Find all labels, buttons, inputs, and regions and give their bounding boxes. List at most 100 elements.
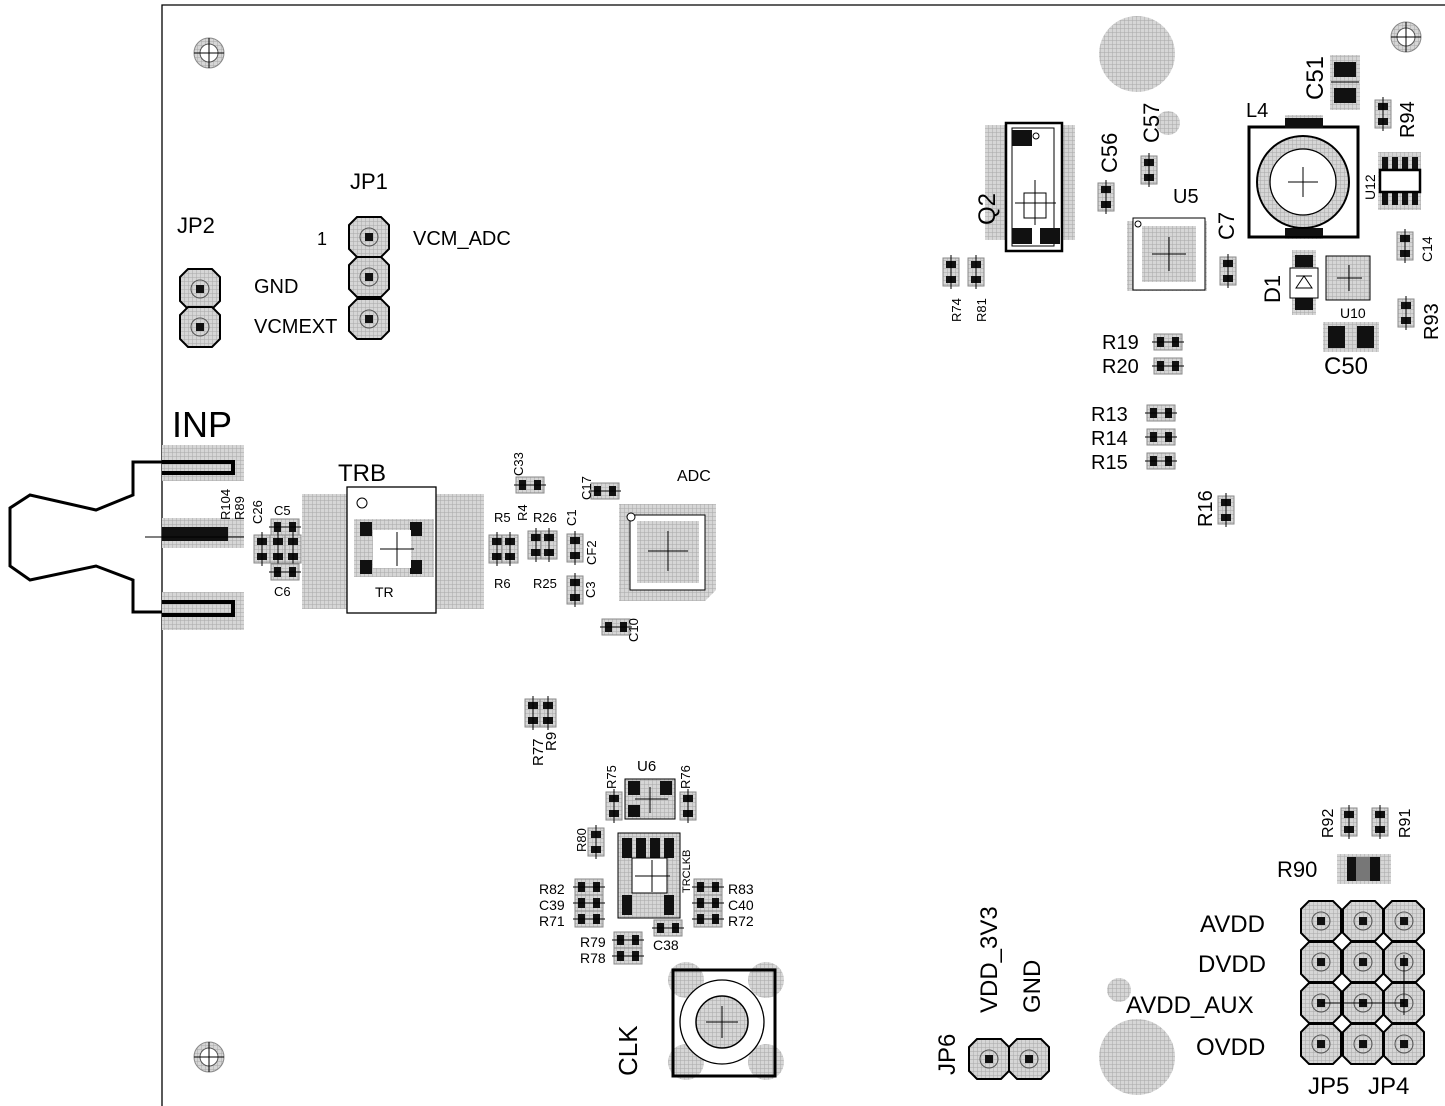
r76-footprint — [679, 788, 697, 824]
jp1-pin1-marker: 1 — [317, 229, 327, 249]
r20-footprint — [1151, 357, 1185, 375]
r20-label: R20 — [1102, 356, 1139, 378]
vdd-3v3-label: VDD_3V3 — [976, 906, 1003, 1013]
u10-label: U10 — [1340, 305, 1366, 321]
adc-label: ADC — [677, 468, 711, 485]
c40-footprint — [691, 894, 725, 912]
r19-label: R19 — [1102, 332, 1139, 354]
r83-label: R83 — [728, 881, 754, 897]
r79-footprint — [611, 931, 645, 949]
c14-label: C14 — [1419, 236, 1435, 262]
inp-label: INP — [172, 404, 232, 445]
r75-footprint — [605, 788, 623, 824]
r6-label: R6 — [494, 576, 511, 591]
r93-label: R93 — [1421, 303, 1443, 340]
r25-label: R25 — [533, 576, 557, 591]
c3-footprint — [566, 572, 584, 608]
c33-footprint — [513, 476, 547, 494]
jp6-pin-1 — [968, 1038, 1010, 1080]
ovdd-label: OVDD — [1196, 1034, 1265, 1061]
c5-label: C5 — [274, 503, 291, 518]
r91-footprint — [1371, 804, 1389, 840]
r15-footprint — [1144, 452, 1178, 470]
r104-label: R104 — [218, 489, 233, 520]
r104-footprint — [284, 531, 302, 567]
l4-label: L4 — [1246, 100, 1268, 122]
r4-label: R4 — [515, 504, 530, 521]
jp2-pin-1 — [179, 268, 221, 310]
r71-label: R71 — [539, 913, 565, 929]
r14-label: R14 — [1091, 428, 1128, 450]
c56-footprint — [1097, 179, 1115, 215]
u10-chip — [1325, 255, 1371, 301]
cf2-footprint — [566, 530, 584, 566]
c10-label: C10 — [626, 618, 641, 642]
jp6-label: JP6 — [934, 1034, 961, 1075]
r92-label: R92 — [1320, 809, 1337, 838]
r16-label: R16 — [1195, 490, 1217, 527]
u5-chip — [1127, 217, 1207, 291]
r77-label: R77 — [530, 738, 547, 766]
c50-capacitor — [1323, 322, 1379, 352]
mounting-hole-bottom-left — [193, 1041, 225, 1073]
c38-label: C38 — [653, 937, 679, 953]
jp2-gnd-label: GND — [254, 276, 298, 298]
r81-label: R81 — [974, 298, 989, 322]
r74-label: R74 — [949, 298, 964, 322]
board-outline — [161, 4, 1445, 1106]
jp1-pin-1 — [348, 216, 390, 258]
c51-capacitor — [1330, 55, 1360, 110]
r13-footprint — [1144, 404, 1178, 422]
vcm-adc-label: VCM_ADC — [413, 228, 511, 250]
large-via-bottom — [1099, 1019, 1175, 1095]
r94-footprint — [1374, 96, 1392, 132]
r71-footprint — [572, 910, 606, 928]
c39-footprint — [572, 894, 606, 912]
r83-footprint — [691, 878, 725, 896]
jp6-gnd-label: GND — [1019, 960, 1046, 1013]
r16-footprint — [1217, 492, 1235, 528]
r90-label: R90 — [1277, 857, 1317, 882]
q2-transistor — [985, 121, 1075, 253]
trb-label: TRB — [338, 460, 386, 487]
jp1-label: JP1 — [350, 169, 388, 194]
inp-sma-connector — [8, 445, 244, 630]
r79-label: R79 — [580, 934, 606, 950]
large-via-top — [1099, 16, 1175, 92]
avdd-label: AVDD — [1200, 911, 1265, 938]
small-via-2 — [1107, 978, 1131, 1002]
c7-footprint — [1219, 253, 1237, 289]
u6-label: U6 — [637, 758, 656, 775]
jp4-label: JP4 — [1368, 1073, 1409, 1100]
r91-label: R91 — [1397, 809, 1414, 838]
c57-label: C57 — [1139, 103, 1164, 143]
trclkb-label: TRCLKB — [681, 850, 693, 893]
r6-footprint — [501, 531, 519, 567]
r13-label: R13 — [1091, 404, 1128, 426]
cf2-label: CF2 — [584, 540, 599, 565]
r93-footprint — [1397, 295, 1415, 331]
d1-label: D1 — [1260, 275, 1285, 303]
small-via — [1156, 111, 1180, 135]
r94-label: R94 — [1397, 101, 1419, 138]
c17-label: C17 — [579, 476, 594, 500]
jp2-label: JP2 — [177, 213, 215, 238]
u12-label: U12 — [1362, 174, 1378, 200]
c1-label: C1 — [564, 509, 579, 526]
r92-footprint — [1340, 804, 1358, 840]
c50-label: C50 — [1324, 353, 1368, 380]
avdd-aux-label: AVDD_AUX — [1126, 992, 1254, 1019]
clk-label: CLK — [613, 1025, 643, 1076]
q2-label: Q2 — [974, 193, 1001, 225]
jp1-pin-3 — [348, 298, 390, 340]
r9-footprint — [539, 695, 557, 731]
adc-chip — [619, 504, 716, 601]
c3-label: C3 — [583, 581, 598, 598]
c39-label: C39 — [539, 897, 565, 913]
r72-label: R72 — [728, 913, 754, 929]
r80-label: R80 — [574, 828, 589, 852]
c6-label: C6 — [274, 584, 291, 599]
r25-footprint — [540, 527, 558, 563]
jp5-label: JP5 — [1308, 1073, 1349, 1100]
